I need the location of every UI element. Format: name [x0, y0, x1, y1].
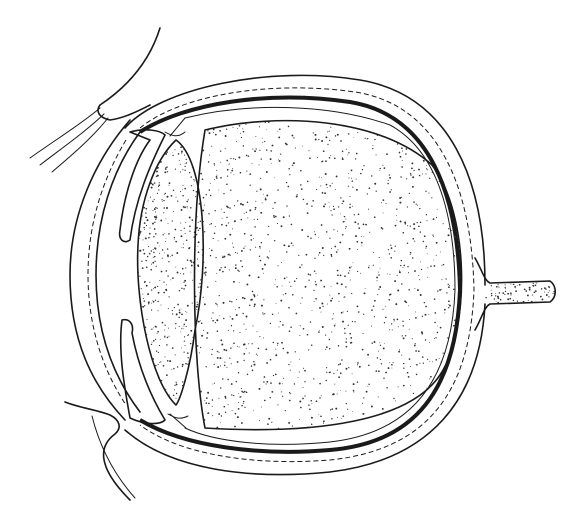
iris-lower [121, 320, 165, 424]
upper-eyelid [30, 28, 160, 172]
cornea [70, 120, 140, 420]
retina-inner [185, 107, 455, 444]
optic-nerve [475, 258, 560, 330]
iris-upper [120, 130, 165, 242]
lower-eyelid [65, 402, 135, 500]
